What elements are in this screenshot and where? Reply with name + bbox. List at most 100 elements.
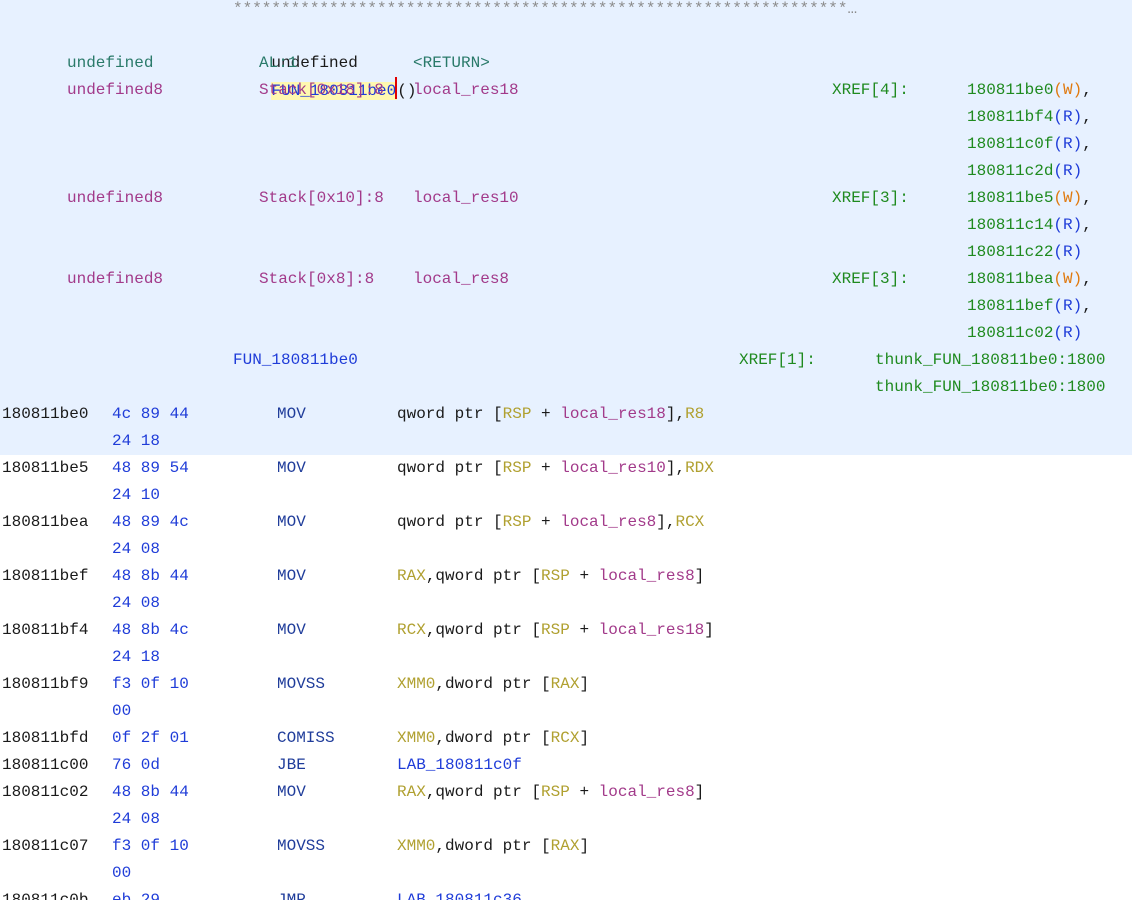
instruction-mnemonic[interactable]: MOV xyxy=(277,459,306,477)
operand-local-variable[interactable]: local_res10 xyxy=(560,459,666,477)
operand-register[interactable]: RSP xyxy=(541,621,570,639)
xref-address[interactable]: 180811c2d xyxy=(967,162,1054,180)
param-xref[interactable]: 180811c02(R) xyxy=(967,320,1082,347)
operand-register[interactable]: RCX xyxy=(397,621,426,639)
instruction-address[interactable]: 180811c02 xyxy=(2,783,89,801)
param-xref[interactable]: 180811be0(W), xyxy=(967,77,1092,104)
signature-parens: () xyxy=(397,82,417,100)
operand-local-variable[interactable]: local_res8 xyxy=(598,783,695,801)
operand-register[interactable]: XMM0 xyxy=(397,675,436,693)
operand-register[interactable]: RAX xyxy=(550,837,580,855)
instruction-mnemonic[interactable]: JMP xyxy=(277,891,306,900)
param-xref[interactable]: 180811bea(W), xyxy=(967,266,1092,293)
instruction-operand[interactable]: RAX,qword ptr [RSP + local_res8] xyxy=(397,779,704,806)
operand-register[interactable]: RDX xyxy=(685,459,714,477)
instruction-mnemonic[interactable]: MOVSS xyxy=(277,837,326,855)
operand-register[interactable]: RAX xyxy=(550,675,580,693)
instruction-operand[interactable]: qword ptr [RSP + local_res8],RCX xyxy=(397,509,704,536)
operand-register[interactable]: RSP xyxy=(541,567,570,585)
param-xref[interactable]: 180811bf4(R), xyxy=(967,104,1092,131)
operand-label[interactable]: LAB_180811c36 xyxy=(397,891,522,900)
operand-local-variable[interactable]: local_res8 xyxy=(560,513,657,531)
instruction-bytes-continued: 24 08 xyxy=(112,594,161,612)
instruction-address[interactable]: 180811c0b xyxy=(2,891,89,900)
operand-register[interactable]: RSP xyxy=(502,405,532,423)
function-label-xref[interactable]: thunk_FUN_180811be0:1800 xyxy=(875,378,1106,396)
operand-text: ] xyxy=(704,621,714,639)
operand-register[interactable]: RSP xyxy=(502,513,532,531)
xref-address[interactable]: 180811c0f xyxy=(967,135,1054,153)
instruction-bytes-continued: 00 xyxy=(112,864,132,882)
operand-local-variable[interactable]: local_res8 xyxy=(598,567,695,585)
function-label-xref[interactable]: thunk_FUN_180811be0:1800 xyxy=(875,351,1106,369)
param-name[interactable]: <RETURN> xyxy=(413,54,490,72)
operand-register[interactable]: RCX xyxy=(550,729,580,747)
operand-label[interactable]: LAB_180811c0f xyxy=(397,756,522,774)
param-xref[interactable]: 180811be5(W), xyxy=(967,185,1092,212)
param-name[interactable]: local_res10 xyxy=(413,189,519,207)
function-label[interactable]: FUN_180811be0 xyxy=(233,351,358,369)
instruction-operand[interactable]: RAX,qword ptr [RSP + local_res8] xyxy=(397,563,704,590)
instruction-address[interactable]: 180811bea xyxy=(2,513,89,531)
instruction-operand[interactable]: qword ptr [RSP + local_res18],R8 xyxy=(397,401,704,428)
operand-text: ], xyxy=(656,513,676,531)
instruction-operand[interactable]: LAB_180811c0f xyxy=(397,752,522,779)
operand-register[interactable]: RSP xyxy=(541,783,570,801)
param-storage: Stack[0x18]:8 xyxy=(259,81,384,99)
text-cursor xyxy=(395,77,398,99)
param-xref[interactable]: 180811bef(R), xyxy=(967,293,1092,320)
xref-address[interactable]: 180811c22 xyxy=(967,243,1054,261)
xref-address[interactable]: 180811be5 xyxy=(967,189,1054,207)
instruction-operand[interactable]: XMM0,dword ptr [RCX] xyxy=(397,725,589,752)
instruction-mnemonic[interactable]: MOV xyxy=(277,513,306,531)
xref-address[interactable]: 180811c02 xyxy=(967,324,1054,342)
param-xref[interactable]: 180811c14(R), xyxy=(967,212,1092,239)
signature-function-name[interactable]: FUN_180811be0 xyxy=(271,77,398,100)
instruction-operand[interactable]: XMM0,dword ptr [RAX] xyxy=(397,833,589,860)
instruction-address[interactable]: 180811bf9 xyxy=(2,675,89,693)
instruction-mnemonic[interactable]: COMISS xyxy=(277,729,335,747)
function-signature[interactable]: undefined FUN_180811be0() xyxy=(233,23,416,100)
instruction-mnemonic[interactable]: JBE xyxy=(277,756,306,774)
instruction-mnemonic[interactable]: MOV xyxy=(277,405,306,423)
xref-access-mode: (W) xyxy=(1053,270,1083,288)
operand-register[interactable]: RAX xyxy=(397,783,426,801)
instruction-operand[interactable]: RCX,qword ptr [RSP + local_res18] xyxy=(397,617,714,644)
instruction-address[interactable]: 180811bfd xyxy=(2,729,89,747)
param-xref[interactable]: 180811c22(R) xyxy=(967,239,1082,266)
xref-address[interactable]: 180811bea xyxy=(967,270,1054,288)
instruction-mnemonic[interactable]: MOV xyxy=(277,783,306,801)
param-xref[interactable]: 180811c0f(R), xyxy=(967,131,1092,158)
instruction-operand[interactable]: LAB_180811c36 xyxy=(397,887,522,900)
xref-address[interactable]: 180811c14 xyxy=(967,216,1054,234)
instruction-address[interactable]: 180811c07 xyxy=(2,837,89,855)
operand-text: ] xyxy=(579,837,590,855)
instruction-mnemonic[interactable]: MOV xyxy=(277,621,306,639)
instruction-address[interactable]: 180811c00 xyxy=(2,756,89,774)
instruction-mnemonic[interactable]: MOV xyxy=(277,567,306,585)
operand-register[interactable]: RSP xyxy=(502,459,532,477)
xref-address[interactable]: 180811be0 xyxy=(967,81,1054,99)
operand-register[interactable]: R8 xyxy=(685,405,705,423)
param-name[interactable]: local_res8 xyxy=(413,270,510,288)
instruction-operand[interactable]: qword ptr [RSP + local_res10],RDX xyxy=(397,455,714,482)
xref-address[interactable]: 180811bef xyxy=(967,297,1054,315)
instruction-address[interactable]: 180811bef xyxy=(2,567,89,585)
operand-register[interactable]: XMM0 xyxy=(397,729,436,747)
operand-register[interactable]: RCX xyxy=(675,513,705,531)
instruction-address[interactable]: 180811be5 xyxy=(2,459,89,477)
instruction-address[interactable]: 180811be0 xyxy=(2,405,89,423)
instruction-mnemonic[interactable]: MOVSS xyxy=(277,675,326,693)
xref-address[interactable]: 180811bf4 xyxy=(967,108,1054,126)
operand-local-variable[interactable]: local_res18 xyxy=(598,621,705,639)
operand-register[interactable]: RAX xyxy=(397,567,426,585)
xref-separator: , xyxy=(1082,216,1092,234)
operand-local-variable[interactable]: local_res18 xyxy=(560,405,666,423)
instruction-address[interactable]: 180811bf4 xyxy=(2,621,89,639)
operand-register[interactable]: XMM0 xyxy=(397,837,436,855)
param-storage: Stack[0x8]:8 xyxy=(259,270,375,288)
param-name[interactable]: local_res18 xyxy=(413,81,519,99)
param-xref[interactable]: 180811c2d(R) xyxy=(967,158,1082,185)
instruction-operand[interactable]: XMM0,dword ptr [RAX] xyxy=(397,671,589,698)
